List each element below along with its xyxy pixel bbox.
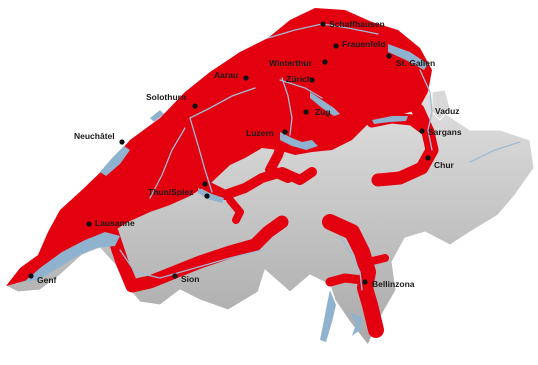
city-dot [28, 273, 34, 279]
lake-geneva [24, 232, 120, 282]
lake-maggiore [320, 290, 336, 342]
city-dot [119, 139, 125, 145]
city-label: Vaduz [435, 106, 460, 116]
corridor-lausanne-sion [105, 215, 289, 293]
city-st-gallen[interactable]: St. Gallen [386, 53, 435, 68]
city-zug[interactable]: Zug [303, 107, 331, 117]
city-luzern[interactable]: Luzern [246, 128, 288, 138]
city-dot [309, 77, 315, 83]
city-sargans[interactable]: Sargans [419, 127, 462, 137]
river-ticino [339, 235, 363, 291]
city-dot [172, 273, 178, 279]
city-label: Frauenfeld [342, 39, 385, 49]
cities: Schaffhausen Frauenfeld St. Gallen Winte… [28, 19, 462, 289]
city-dot [192, 103, 198, 109]
city-label: Zug [315, 107, 331, 117]
corridor-ticino-west [325, 273, 367, 287]
corridor-ticino [322, 214, 384, 338]
city-lausanne[interactable]: Lausanne [86, 218, 135, 228]
corridor-luzern-gotthard [265, 130, 293, 183]
lake-lugano [350, 312, 362, 336]
city-neuchatel[interactable]: Neuchâtel [74, 131, 125, 145]
lakes [24, 44, 428, 342]
city-label: Sargans [428, 127, 462, 137]
city-label: Lausanne [95, 218, 135, 228]
city-label: St. Gallen [396, 58, 435, 68]
lake-zurich [310, 92, 340, 116]
city-winterthur[interactable]: Winterthur [269, 58, 328, 68]
city-sion[interactable]: Sion [172, 273, 199, 284]
city-dot [386, 53, 392, 59]
city-zurich[interactable]: Zürich [286, 74, 315, 84]
river-reuss [281, 77, 293, 136]
city-dot [322, 59, 328, 65]
city-dot [333, 43, 339, 49]
river-saane [149, 127, 186, 199]
city-label: Winterthur [269, 58, 313, 68]
lake-constance [388, 44, 428, 70]
river-limmat [279, 79, 323, 99]
city-dot [86, 221, 92, 227]
city-vaduz[interactable]: Vaduz [435, 106, 460, 116]
lake-biel [150, 110, 164, 122]
corridor-thun-brig [200, 167, 317, 200]
river-inn [469, 141, 521, 163]
city-label: Sion [181, 274, 199, 284]
lake-lucerne [280, 132, 318, 150]
city-dot [303, 109, 309, 115]
river-aare [189, 87, 256, 193]
city-dot [204, 193, 210, 199]
city-dot [362, 279, 368, 285]
city-label: Luzern [246, 128, 274, 138]
city-label: Chur [434, 160, 455, 170]
city-dot [425, 155, 431, 161]
city-dot [419, 128, 425, 134]
lake-walensee [372, 116, 408, 124]
city-dot [243, 75, 249, 81]
city-chur[interactable]: Chur [425, 155, 455, 170]
city-label: Schaffhausen [329, 19, 385, 29]
city-label: Genf [37, 275, 57, 285]
river-rhine-east [419, 69, 433, 151]
coverage-area-north [6, 8, 432, 286]
city-bellinzona[interactable]: Bellinzona [362, 279, 415, 289]
city-label: Solothurn [146, 92, 186, 102]
city-dot [320, 21, 326, 27]
corridor-ticino-east [364, 254, 389, 266]
city-schaffhausen[interactable]: Schaffhausen [320, 19, 385, 29]
lake-neuchatel [100, 146, 130, 176]
corridor-jura-spur [226, 196, 244, 224]
city-dot [202, 181, 208, 187]
city-thun-spiez[interactable]: Thun/Spiez [148, 181, 210, 199]
city-label: Aarau [214, 70, 238, 80]
city-aarau[interactable]: Aarau [214, 70, 249, 81]
city-label: Bellinzona [372, 279, 415, 289]
city-dot [282, 129, 288, 135]
lake-thun [198, 188, 224, 203]
city-genf[interactable]: Genf [28, 273, 57, 285]
city-label: Thun/Spiez [148, 187, 193, 197]
city-solothurn[interactable]: Solothurn [146, 92, 198, 109]
city-frauenfeld[interactable]: Frauenfeld [333, 39, 385, 49]
city-label: Neuchâtel [74, 131, 115, 141]
city-label: Zürich [286, 74, 312, 84]
river-rhone [119, 249, 263, 279]
rivers [119, 23, 521, 291]
